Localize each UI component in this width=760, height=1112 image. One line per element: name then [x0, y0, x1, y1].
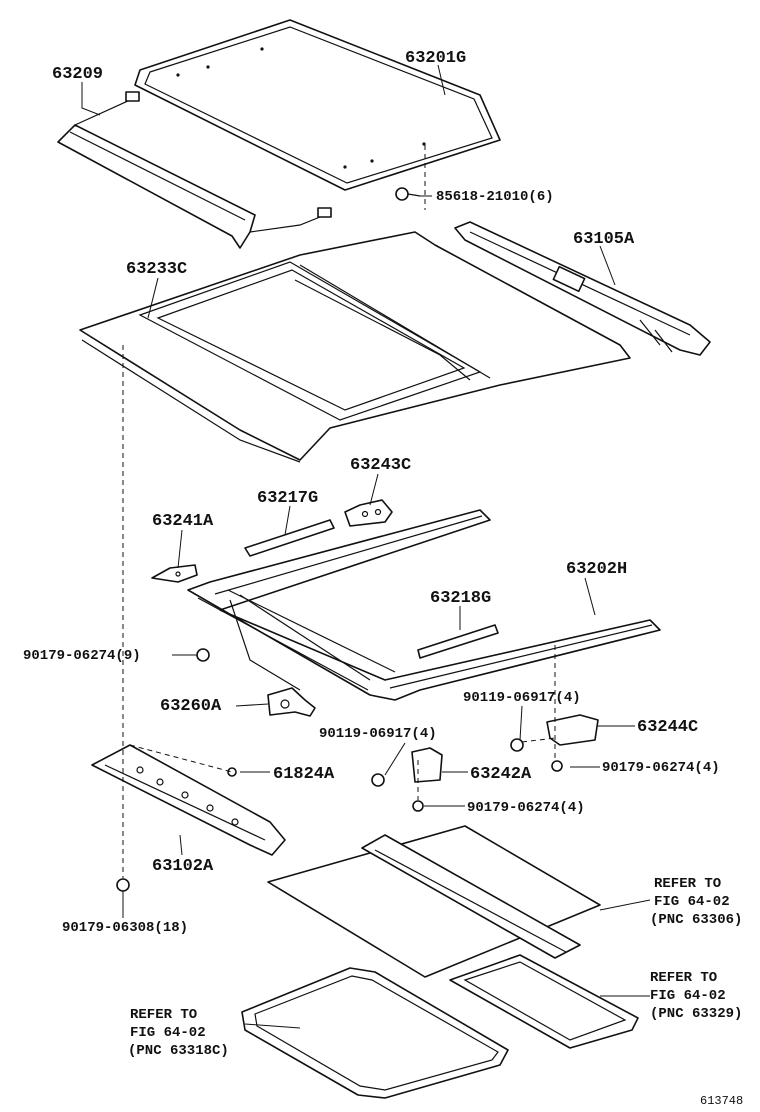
seal-63217G: [244, 519, 335, 557]
svg-text:REFER TO: REFER TO: [650, 970, 717, 986]
label-63202H: 63202H: [566, 560, 627, 579]
label-90119-b: 90119-06917(4): [319, 726, 437, 742]
label-63243C: 63243C: [350, 456, 411, 475]
label-63217G: 63217G: [257, 489, 318, 508]
bracket-63241A: [151, 564, 198, 583]
label-63201G: 63201G: [405, 49, 466, 68]
svg-text:FIG 64-02: FIG 64-02: [130, 1025, 206, 1041]
wind-deflector-63209: [57, 91, 332, 249]
refer-label-63329: REFER TO FIG 64-02 (PNC 63329): [650, 970, 742, 1022]
label-61824A: 61824A: [273, 765, 335, 784]
svg-text:REFER TO: REFER TO: [130, 1007, 197, 1023]
label-63242A: 63242A: [470, 765, 532, 784]
label-90179-9: 90179-06274(9): [23, 648, 141, 664]
sunshade-assembly: [267, 825, 601, 978]
sunroof-housing-63202H: [187, 509, 661, 701]
label-63209: 63209: [52, 65, 103, 84]
front-frame-63102A: [91, 744, 286, 856]
refer-label-63306: REFER TO FIG 64-02 (PNC 63306): [650, 876, 742, 928]
label-63218G: 63218G: [430, 589, 491, 608]
label-63260A: 63260A: [160, 697, 222, 716]
fasteners: [116, 648, 563, 892]
leader-lines: [81, 64, 651, 1029]
label-63241A: 63241A: [152, 512, 214, 531]
rear-frame-63105A: [454, 221, 711, 356]
screw-85618: [395, 187, 421, 201]
svg-text:(PNC 63318C): (PNC 63318C): [128, 1043, 229, 1059]
seal-ring-63318C: [241, 967, 509, 1099]
svg-text:FIG 64-02: FIG 64-02: [650, 988, 726, 1004]
figure-id: 613748: [700, 1094, 743, 1108]
svg-text:FIG 64-02: FIG 64-02: [654, 894, 730, 910]
label-63233C: 63233C: [126, 260, 187, 279]
bracket-63242A: [411, 747, 443, 783]
label-63105A: 63105A: [573, 230, 635, 249]
part-labels: 63209 63201G 85618-21010(6) 63105A 63233…: [23, 49, 720, 936]
svg-text:REFER TO: REFER TO: [654, 876, 721, 892]
bracket-63243C: [344, 499, 393, 527]
seal-ring-63329: [449, 954, 639, 1049]
bracket-63244C: [546, 714, 599, 746]
refer-label-63318C: REFER TO FIG 64-02 (PNC 63318C): [128, 1007, 229, 1059]
dashed-guides: [122, 145, 556, 878]
label-63102A: 63102A: [152, 857, 214, 876]
svg-text:(PNC 63329): (PNC 63329): [650, 1006, 742, 1022]
svg-text:(PNC 63306): (PNC 63306): [650, 912, 742, 928]
label-63244C: 63244C: [637, 718, 698, 737]
label-90119-a: 90119-06917(4): [463, 690, 581, 706]
roof-panel-63233C: [79, 231, 631, 463]
label-85618: 85618-21010(6): [436, 189, 554, 205]
label-90179-4b: 90179-06274(4): [467, 800, 585, 816]
label-90179-4a: 90179-06274(4): [602, 760, 720, 776]
motor-63260A: [267, 687, 316, 717]
seal-63218G: [417, 624, 499, 659]
label-90179-18: 90179-06308(18): [62, 920, 188, 936]
sunroof-glass-63201G: [134, 19, 501, 191]
